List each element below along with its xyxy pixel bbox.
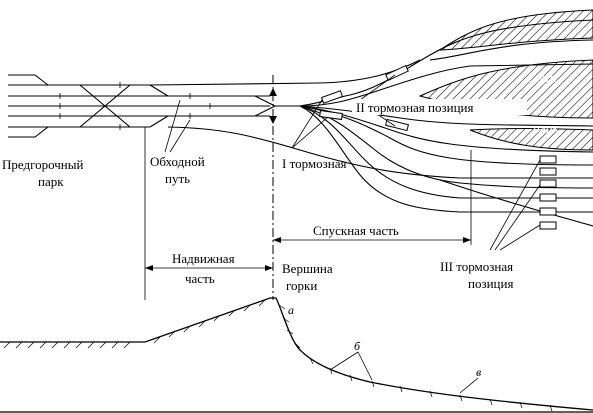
hump-profile	[0, 297, 593, 413]
leader-lines	[144, 74, 541, 300]
fan-tracks	[299, 19, 593, 227]
push-part-label-line1: Надвижная	[172, 251, 235, 266]
profile-mark-a: а	[288, 303, 294, 317]
brake-position-2-label: II тормозная позиция	[356, 100, 474, 115]
dimension-arrows	[145, 237, 471, 271]
bypass-track-label-line1: Обходной	[150, 154, 205, 169]
brake-position-1-label: I тормозная	[282, 156, 346, 171]
descent-part-label: Спускная часть	[313, 223, 399, 238]
bypass-track-label-line2: путь	[165, 171, 190, 186]
push-part-label-line2: часть	[185, 271, 215, 286]
sorting-park-label-line1: Сорт.	[527, 70, 556, 85]
retarders	[319, 64, 557, 230]
brake-position-3-label-line1: III тормозная	[440, 259, 513, 274]
brake-position-3-label-line2: позиция	[468, 276, 513, 291]
sorting-park-blocks	[418, 9, 593, 151]
hump-top-label-line1: Вершина	[282, 261, 333, 276]
profile-mark-v: в	[476, 365, 481, 379]
pre-hump-park-label-line1: Предгорочный	[2, 157, 84, 172]
pre-hump-park-label-line2: парк	[38, 174, 64, 189]
hump-top-label-line2: горки	[286, 278, 317, 293]
brake-position-2-label-bg	[352, 99, 527, 115]
profile-mark-b: б	[354, 339, 361, 353]
sorting-park-label-line2: парк	[533, 120, 559, 135]
